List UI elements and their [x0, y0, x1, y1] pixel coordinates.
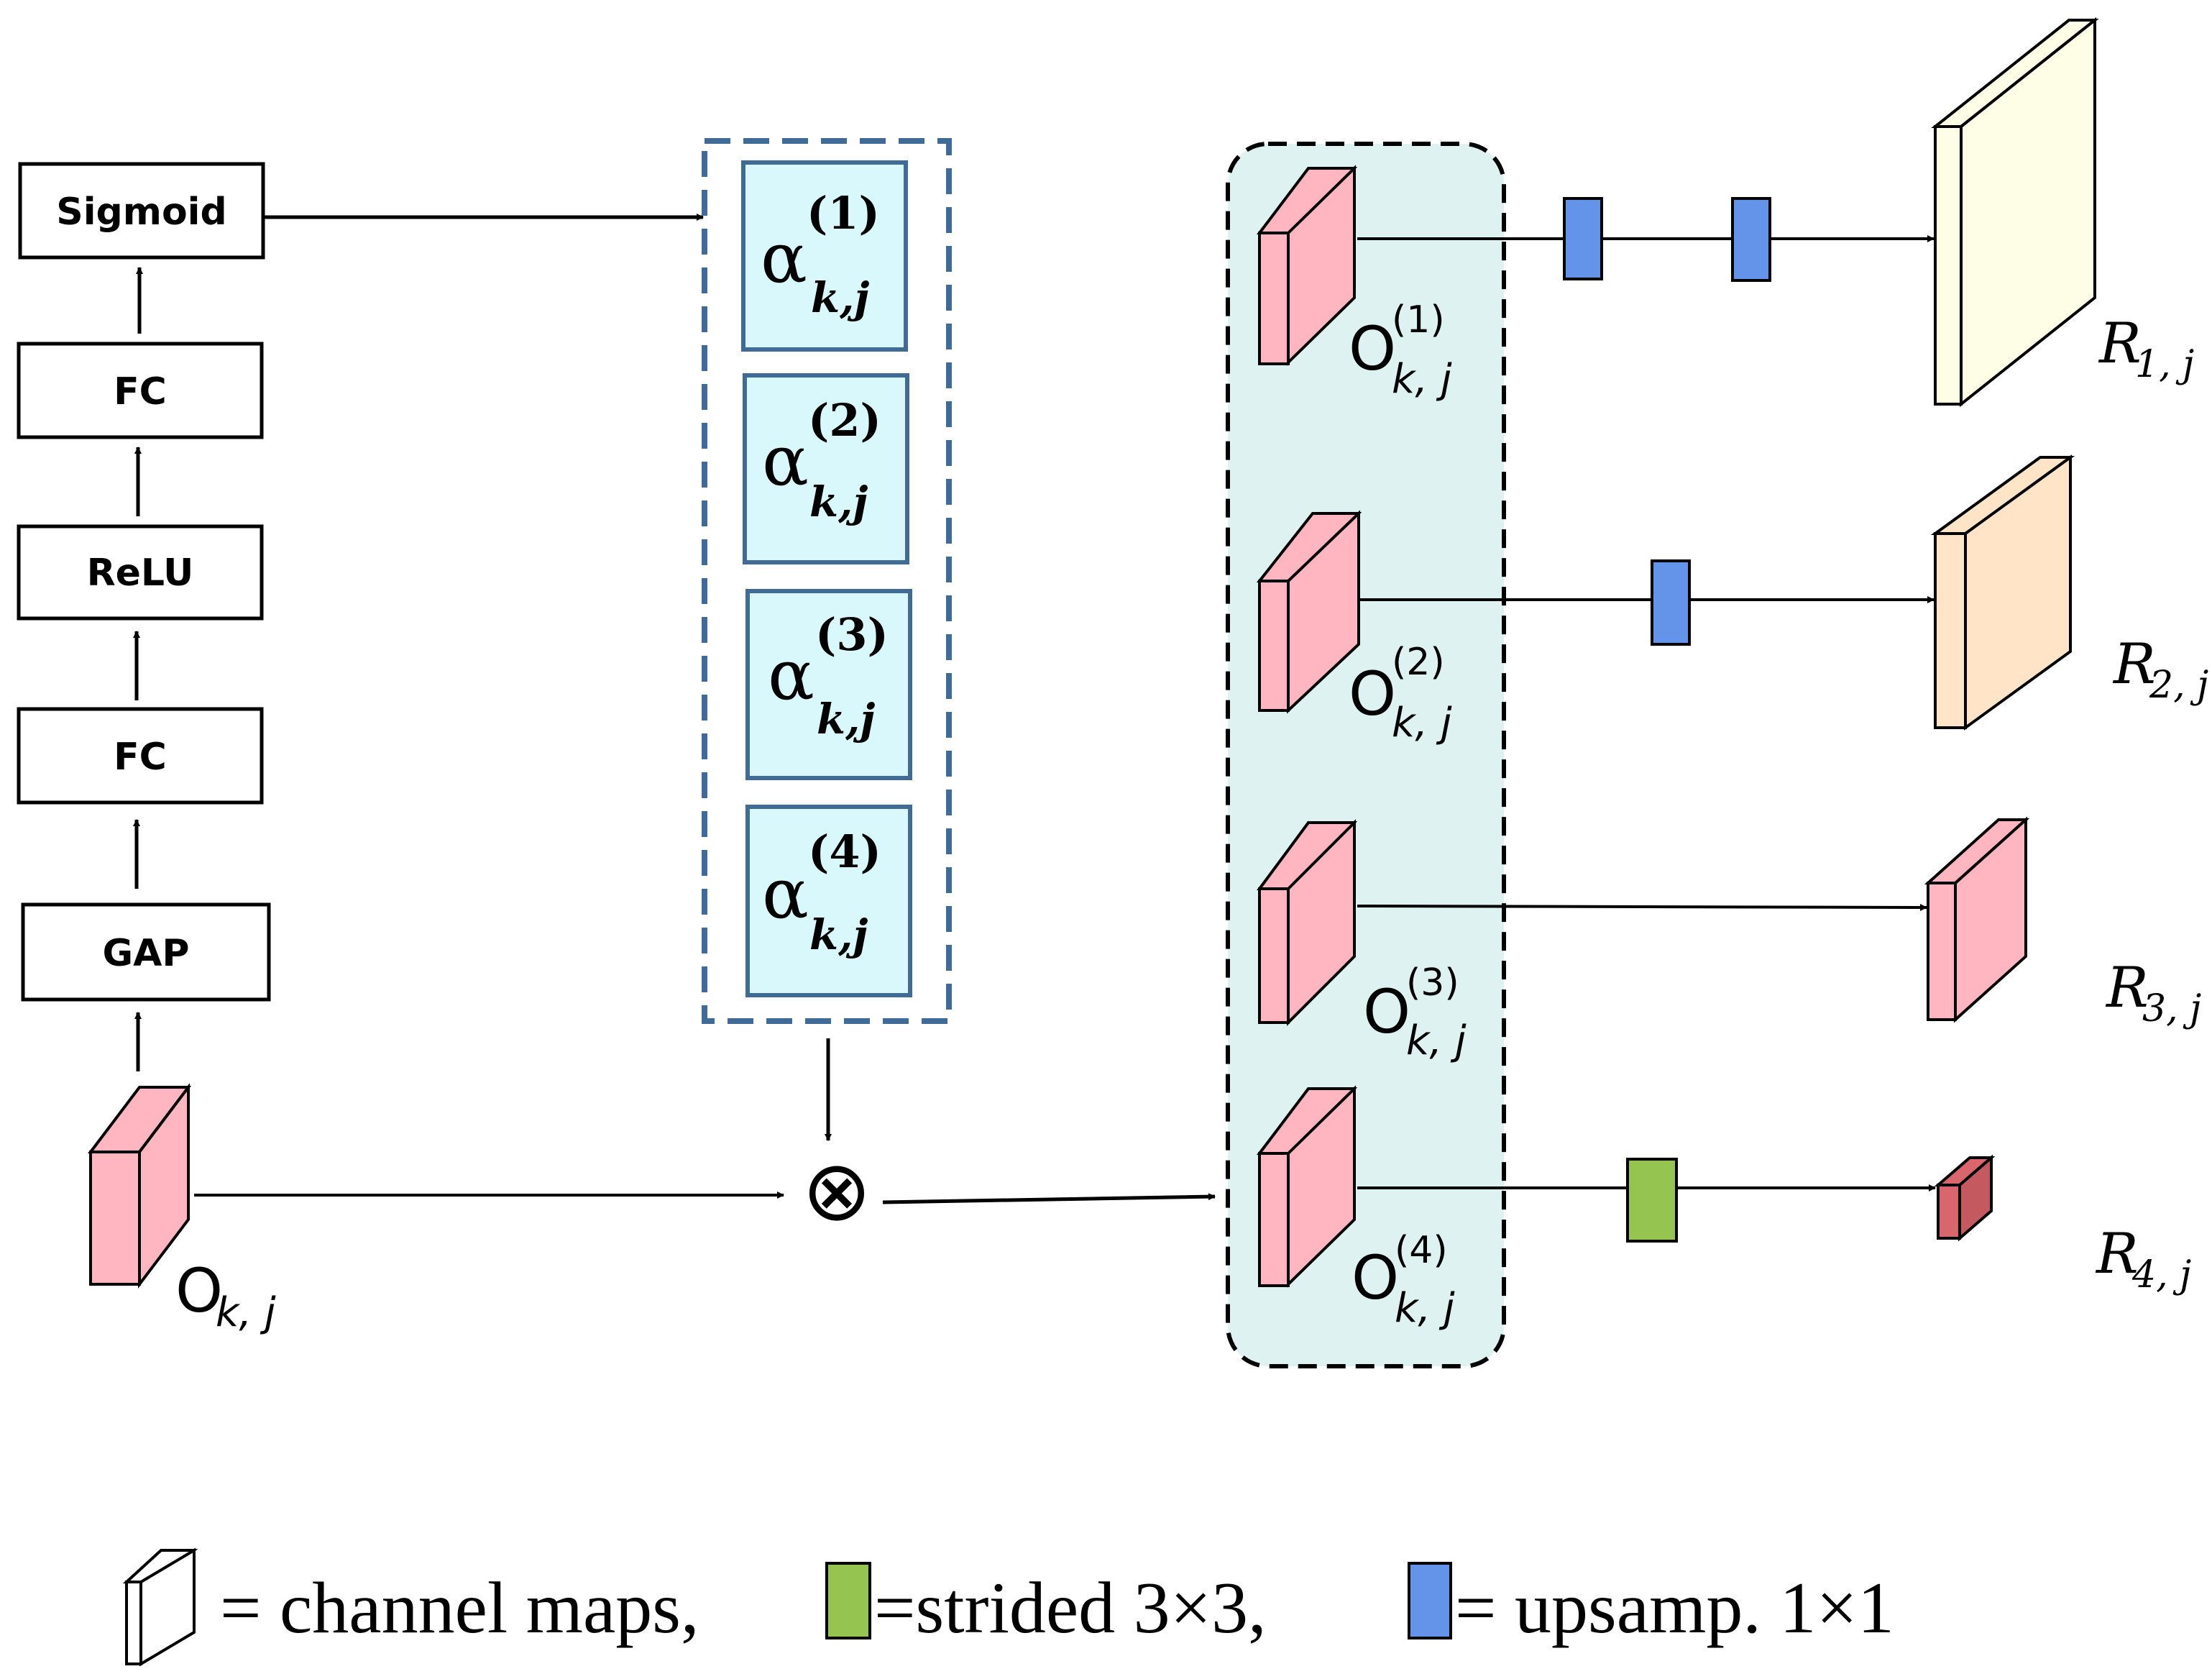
svg-text:k,j: k,j	[809, 910, 868, 959]
svg-text:O: O	[1351, 1243, 1399, 1313]
svg-text:α: α	[762, 421, 809, 501]
svg-text:α: α	[761, 218, 807, 298]
weighted-map-1-label: O (1) k, j	[1349, 298, 1452, 403]
svg-text:α: α	[762, 854, 809, 934]
svg-text:R: R	[2098, 311, 2142, 376]
svg-text:R: R	[2105, 956, 2149, 1020]
weighted-maps-group	[1226, 142, 1506, 1368]
weighted-map-4-label: O (4) k, j	[1351, 1229, 1455, 1332]
sigmoid-label: Sigmoid	[56, 191, 226, 234]
output-r2	[1930, 454, 2075, 731]
input-feature-map	[87, 1083, 192, 1289]
svg-text:k, j: k, j	[1406, 1017, 1467, 1064]
svg-text:(2): (2)	[808, 394, 881, 447]
svg-text:2, j: 2, j	[2149, 664, 2208, 707]
upsamp-block	[1651, 559, 1691, 646]
legend-strided-text: =strided 3×3,	[874, 1568, 1267, 1649]
alpha-box-4: α (4) k,j	[745, 805, 912, 997]
legend-strided-swatch	[825, 1562, 871, 1639]
weighted-map-2-label: O (2) k, j	[1349, 641, 1452, 746]
relu-label: ReLU	[87, 552, 194, 595]
legend-upsamp-swatch	[1408, 1562, 1452, 1639]
svg-text:1, j: 1, j	[2135, 343, 2194, 386]
output-r3	[1924, 816, 2030, 1023]
svg-text:k,j: k,j	[811, 273, 869, 322]
fc-bottom-label: FC	[114, 736, 167, 779]
svg-text:3, j: 3, j	[2142, 987, 2201, 1030]
fc-top-box: FC	[17, 342, 264, 439]
alpha-box-2: α (2) k,j	[743, 373, 909, 564]
svg-text:R: R	[2095, 1222, 2139, 1286]
svg-text:α: α	[768, 635, 814, 715]
svg-text:k, j: k, j	[1392, 700, 1452, 746]
attention-weights-group	[702, 138, 952, 1024]
legend-upsamp-text: = upsamp. 1×1	[1455, 1568, 1894, 1649]
input-map-label: O k, j	[175, 1256, 276, 1336]
svg-text:k, j: k, j	[216, 1289, 276, 1336]
weighted-map-3-label: O (3) k, j	[1363, 961, 1467, 1064]
svg-text:(1): (1)	[807, 187, 880, 239]
weighted-map-1	[1256, 165, 1358, 366]
multiply-icon: ⊗	[802, 1143, 871, 1240]
svg-text:R: R	[2112, 632, 2156, 697]
svg-text:(3): (3)	[1406, 961, 1459, 1005]
upsamp-block	[1563, 197, 1603, 280]
arrow-multiply-to-outputs	[882, 1193, 1216, 1204]
svg-text:O: O	[175, 1256, 223, 1326]
gap-label: GAP	[102, 932, 189, 975]
strided-block	[1626, 1158, 1678, 1243]
branch-3-line	[1357, 903, 1927, 911]
svg-text:(3): (3)	[815, 608, 889, 661]
alpha-box-3: α (3) k,j	[745, 589, 912, 780]
legend-channel-maps-text: = channel maps,	[220, 1568, 699, 1649]
output-r3-label: R 3, j	[2105, 956, 2201, 1030]
svg-text:(1): (1)	[1392, 298, 1445, 342]
fc-bottom-box: FC	[17, 707, 264, 805]
svg-text:O: O	[1363, 976, 1410, 1047]
legend: = channel maps, =strided 3×3, = upsamp. …	[122, 1547, 1894, 1667]
svg-text:k, j: k, j	[1395, 1285, 1455, 1332]
svg-text:4, j: 4, j	[2131, 1253, 2191, 1296]
output-r4	[1934, 1154, 1996, 1242]
svg-text:(4): (4)	[1395, 1229, 1448, 1272]
weighted-map-2	[1256, 510, 1362, 714]
upsamp-block	[1731, 197, 1771, 282]
weighted-map-4	[1256, 1085, 1358, 1288]
sigmoid-box: Sigmoid	[18, 162, 265, 260]
gap-box: GAP	[21, 902, 271, 1002]
legend-channel-map-icon	[122, 1547, 198, 1667]
fc-top-label: FC	[114, 370, 167, 413]
svg-text:k, j: k, j	[1392, 356, 1452, 403]
svg-text:(2): (2)	[1392, 641, 1445, 684]
output-r4-label: R 4, j	[2095, 1222, 2191, 1296]
svg-text:O: O	[1349, 314, 1396, 384]
output-r1-label: R 1, j	[2098, 311, 2194, 386]
relu-box: ReLU	[17, 524, 264, 621]
svg-text:O: O	[1349, 659, 1396, 729]
output-r2-label: R 2, j	[2112, 632, 2208, 707]
svg-text:(4): (4)	[808, 825, 881, 878]
svg-text:k,j: k,j	[817, 695, 875, 744]
weighted-map-3	[1257, 819, 1357, 1026]
alpha-box-1: α (1) k,j	[741, 160, 908, 352]
output-r1	[1931, 17, 2099, 408]
svg-text:k,j: k,j	[809, 477, 868, 526]
